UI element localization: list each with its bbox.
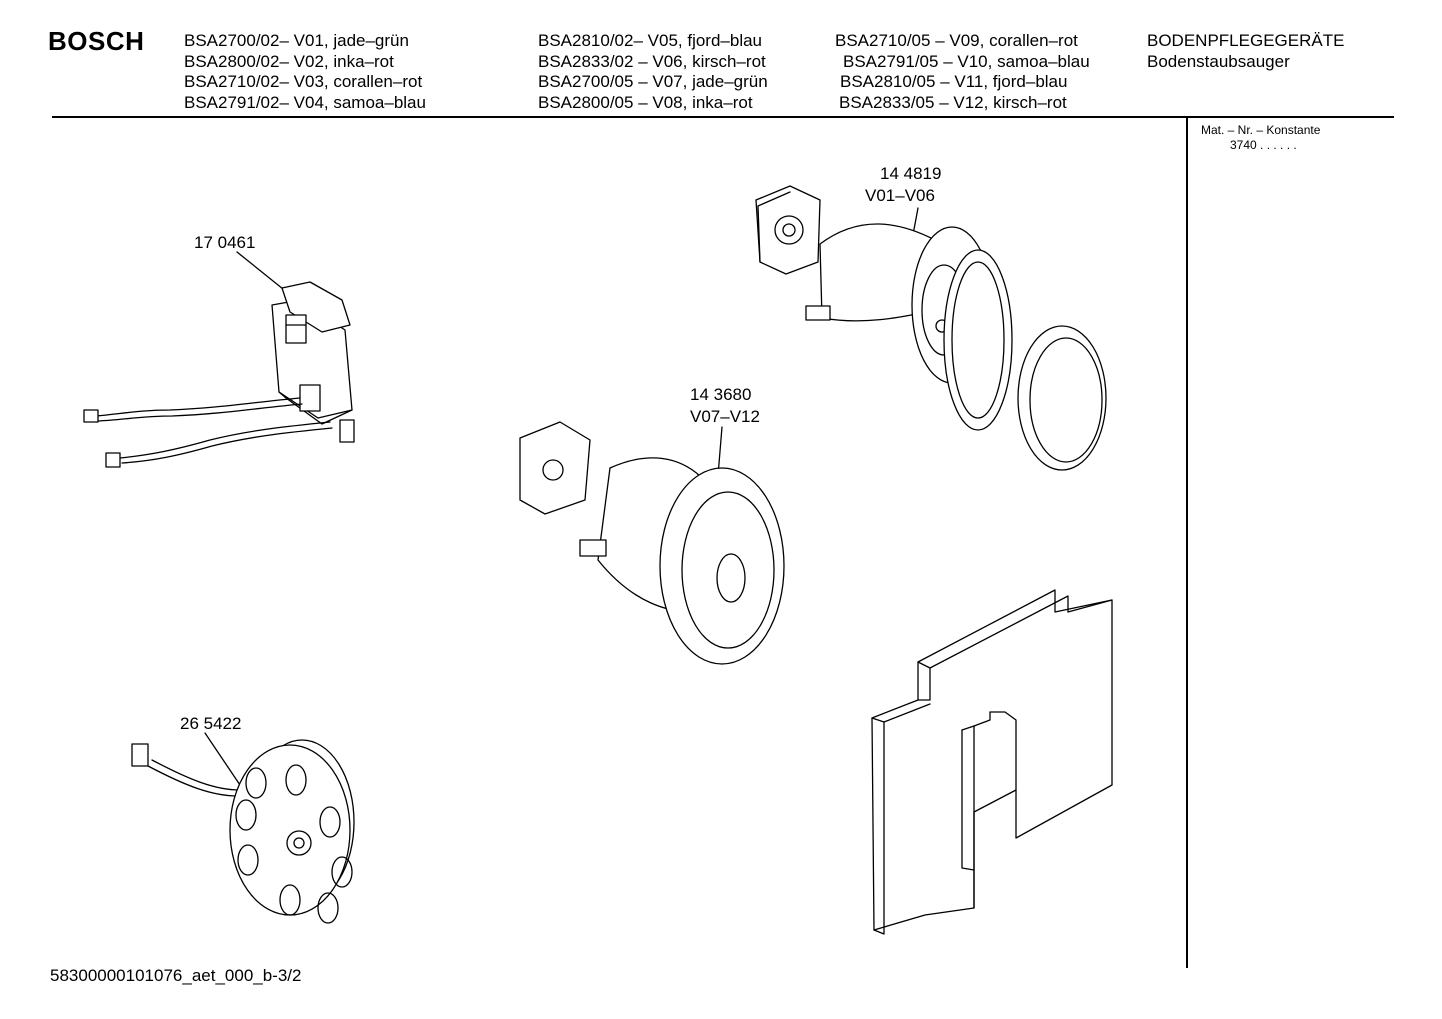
header-rule: [52, 116, 1394, 118]
wire-terminal: [83, 409, 99, 423]
model-entry: BSA2700/05 – V07, jade–grün: [538, 72, 768, 91]
motor-a-assembly: [755, 185, 1107, 471]
sidebar-rule: [1186, 118, 1188, 968]
switch-housing: [281, 281, 351, 333]
motor-a-bracket: [755, 185, 821, 275]
model-entry: BSA2710/05 – V09, corallen–rot: [835, 31, 1078, 50]
cable-reel-assembly: [131, 732, 355, 924]
model-entry: BSA2810/05 – V11, fjord–blau: [840, 72, 1068, 91]
category-block: BODENPFLEGEGERÄTE Bodenstaubsauger: [1147, 31, 1344, 72]
model-list-col1: BSA2700/02– V01, jade–grün BSA2800/02– V…: [184, 31, 426, 113]
motor-a-ring-2: [1017, 325, 1107, 471]
model-entry: BSA2800/05 – V08, inka–rot: [538, 92, 753, 112]
part-variant-motor-a: V01–V06: [865, 186, 935, 205]
wire-terminal: [105, 452, 121, 468]
model-entry: BSA2700/02– V01, jade–grün: [184, 31, 409, 50]
material-value: 3740 . . . . . .: [1230, 138, 1297, 152]
motor-a-ring-1: [943, 249, 1013, 431]
model-entry: BSA2791/02– V04, samoa–blau: [184, 92, 426, 112]
brand-logo: BOSCH: [48, 26, 145, 56]
foam-filter-pad: [871, 589, 1113, 935]
part-number-motor-b: 14 3680: [690, 385, 752, 404]
motor-b-bracket: [519, 421, 591, 515]
leader-line: [236, 251, 289, 294]
plug: [131, 743, 149, 767]
part-number-cable-reel: 26 5422: [180, 714, 242, 733]
wire-2: [119, 421, 331, 459]
model-entry: BSA2833/05 – V12, kirsch–rot: [839, 92, 1067, 112]
wire-1: [95, 397, 301, 417]
switch-button: [285, 314, 307, 344]
material-label: Mat. – Nr. – Konstante: [1201, 123, 1321, 137]
category-subtitle: Bodenstaubsauger: [1147, 51, 1290, 71]
part-number-switch: 17 0461: [194, 233, 256, 252]
category-title: BODENPFLEGEGERÄTE: [1147, 31, 1345, 50]
part-variant-motor-b: V07–V12: [690, 407, 760, 426]
cable: [151, 759, 241, 791]
leader-line: [204, 732, 241, 786]
material-constant: Mat. – Nr. – Konstante 3740 . . . . . .: [1201, 123, 1320, 153]
model-entry: BSA2833/02 – V06, kirsch–rot: [538, 51, 766, 71]
model-entry: BSA2810/02– V05, fjord–blau: [538, 31, 763, 50]
model-entry: BSA2791/05 – V10, samoa–blau: [843, 51, 1090, 71]
model-entry: BSA2800/02– V02, inka–rot: [184, 51, 394, 71]
part-number-motor-a: 14 4819: [880, 164, 942, 183]
motor-b-fan-housing: [659, 467, 785, 665]
document-id: 58300000101076_aet_000_b-3/2: [50, 966, 302, 985]
model-entry: BSA2710/02– V03, corallen–rot: [184, 72, 423, 91]
model-list-col3: BSA2710/05 – V09, corallen–rot BSA2791/0…: [835, 31, 1090, 113]
motor-b-impeller: [716, 553, 746, 603]
motor-b-assembly: [519, 421, 785, 665]
model-list-col2: BSA2810/02– V05, fjord–blau BSA2833/02 –…: [538, 31, 768, 113]
switch-assembly: [83, 251, 355, 468]
